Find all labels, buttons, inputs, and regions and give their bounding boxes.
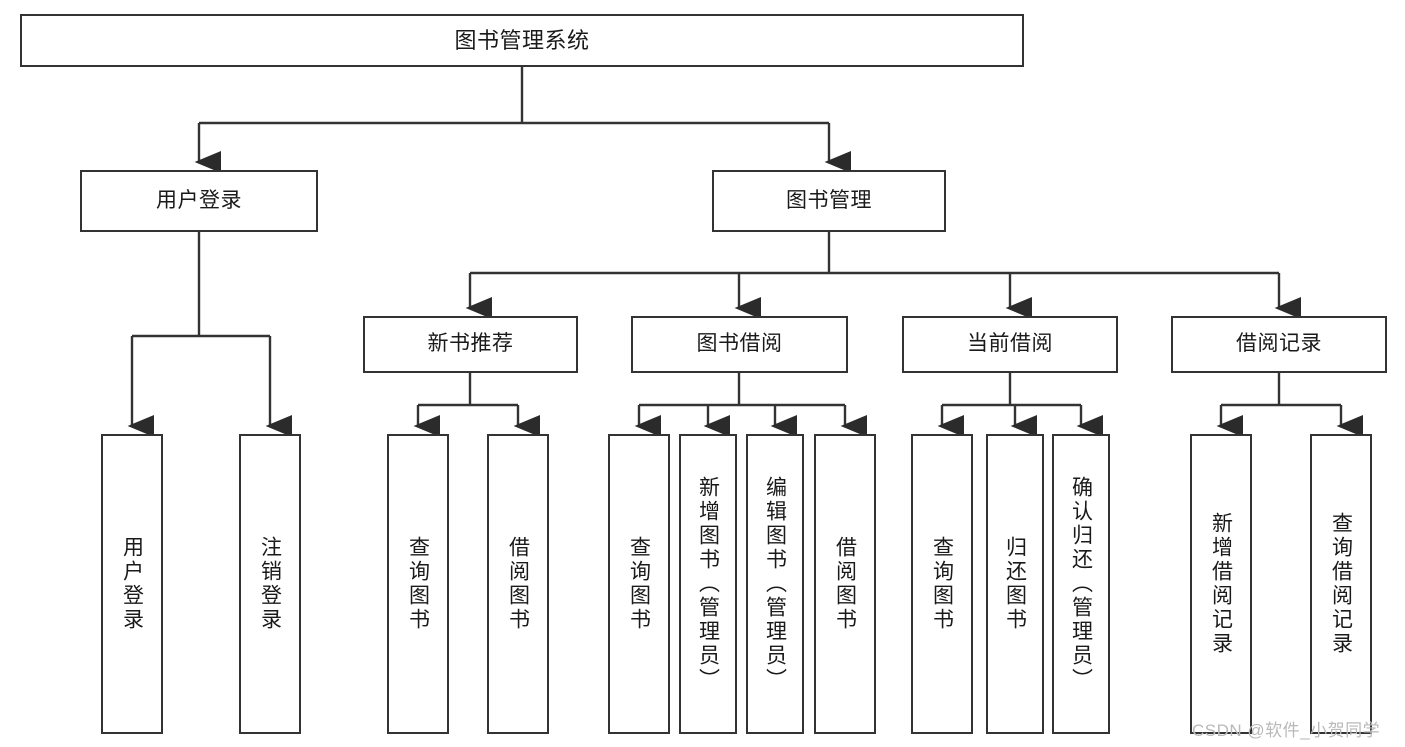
node-label: 图书管理 xyxy=(786,188,872,212)
node-label: 查询借阅记录 xyxy=(1329,512,1353,656)
node-label: 用户登录 xyxy=(156,188,242,212)
node-label: 编辑图书（管理员） xyxy=(763,476,787,692)
node-leaf-add-book-admin[interactable]: 新增图书（管理员） xyxy=(679,434,737,734)
node-label: 新书推荐 xyxy=(427,332,514,356)
node-label: 借阅图书 xyxy=(833,536,857,632)
node-leaf-borrow-book-recommend[interactable]: 借阅图书 xyxy=(487,434,549,734)
node-level2-borrow-record[interactable]: 借阅记录 xyxy=(1171,316,1387,373)
node-leaf-edit-book-admin[interactable]: 编辑图书（管理员） xyxy=(746,434,804,734)
node-leaf-return-book[interactable]: 归还图书 xyxy=(986,434,1044,734)
node-label: 图书管理系统 xyxy=(454,27,590,53)
node-label: 新增图书（管理员） xyxy=(696,476,720,692)
node-label: 注销登录 xyxy=(258,536,282,632)
node-level2-book-borrow[interactable]: 图书借阅 xyxy=(631,316,848,373)
node-level1-user-login[interactable]: 用户登录 xyxy=(80,170,318,232)
node-leaf-query-borrow-record[interactable]: 查询借阅记录 xyxy=(1310,434,1372,734)
node-label: 借阅记录 xyxy=(1236,332,1322,356)
node-label: 查询图书 xyxy=(406,536,430,632)
node-label: 新增借阅记录 xyxy=(1209,512,1233,656)
node-level2-new-book-recommend[interactable]: 新书推荐 xyxy=(363,316,578,373)
node-label: 查询图书 xyxy=(627,536,651,632)
node-leaf-user-login[interactable]: 用户登录 xyxy=(101,434,163,734)
node-leaf-query-book-recommend[interactable]: 查询图书 xyxy=(387,434,449,734)
node-leaf-borrow-book[interactable]: 借阅图书 xyxy=(814,434,876,734)
node-label: 确认归还（管理员） xyxy=(1069,476,1093,692)
node-leaf-logout[interactable]: 注销登录 xyxy=(239,434,301,734)
node-root[interactable]: 图书管理系统 xyxy=(20,14,1024,67)
csdn-watermark: CSDN @软件_小贺同学 xyxy=(1192,721,1381,740)
node-label: 用户登录 xyxy=(120,536,144,632)
node-level2-current-borrow[interactable]: 当前借阅 xyxy=(902,316,1118,373)
node-label: 图书借阅 xyxy=(696,332,783,356)
node-leaf-add-borrow-record[interactable]: 新增借阅记录 xyxy=(1190,434,1252,734)
node-level1-book-management[interactable]: 图书管理 xyxy=(712,170,946,232)
node-leaf-confirm-return-admin[interactable]: 确认归还（管理员） xyxy=(1052,434,1110,734)
node-label: 当前借阅 xyxy=(967,332,1053,356)
node-label: 查询图书 xyxy=(930,536,954,632)
node-label: 借阅图书 xyxy=(506,536,530,632)
node-leaf-query-book-current[interactable]: 查询图书 xyxy=(911,434,973,734)
node-leaf-query-book-borrow[interactable]: 查询图书 xyxy=(608,434,670,734)
node-label: 归还图书 xyxy=(1003,536,1027,632)
